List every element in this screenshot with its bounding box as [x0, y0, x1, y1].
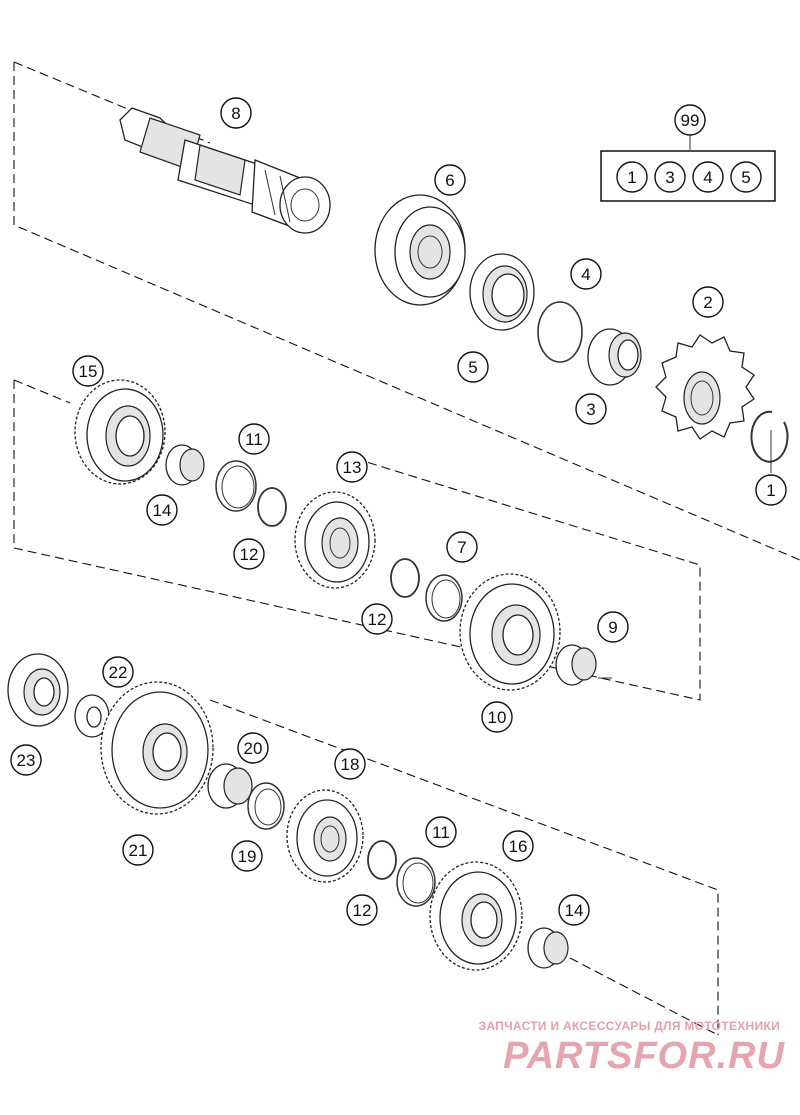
callout-15-label: 15	[79, 362, 98, 381]
bushing-14b	[527, 927, 569, 969]
callout-kit-1[interactable]: 1	[616, 161, 648, 193]
bushing-3	[587, 328, 642, 386]
callout-20[interactable]: 20	[237, 732, 269, 764]
callout-23[interactable]: 23	[10, 744, 42, 776]
callout-2-label: 2	[703, 293, 712, 312]
bearing-6	[374, 194, 466, 306]
callout-kit-3-label: 3	[665, 168, 674, 187]
callout-11b[interactable]: 11	[425, 816, 457, 848]
callout-13[interactable]: 13	[336, 451, 368, 483]
callout-7[interactable]: 7	[446, 531, 478, 563]
callout-19[interactable]: 19	[231, 840, 263, 872]
bearing-23	[7, 653, 69, 727]
washer-11a	[215, 460, 257, 512]
callout-12b-label: 12	[368, 610, 387, 629]
callout-21[interactable]: 21	[122, 834, 154, 866]
circlip-12a	[257, 487, 287, 527]
gear-15	[74, 379, 166, 485]
callout-4-label: 4	[581, 265, 590, 284]
callout-3-label: 3	[586, 400, 595, 419]
callout-99-label: 99	[681, 111, 700, 130]
bushing-14a	[165, 444, 205, 486]
callout-3[interactable]: 3	[575, 393, 607, 425]
circlip-1	[750, 410, 789, 463]
callout-9-label: 9	[608, 618, 617, 637]
callout-18[interactable]: 18	[334, 748, 366, 780]
circlip-12b	[390, 558, 420, 598]
callout-8[interactable]: 8	[220, 97, 252, 129]
callout-4[interactable]: 4	[570, 258, 602, 290]
callout-14a[interactable]: 14	[146, 494, 178, 526]
callout-22-label: 22	[109, 663, 128, 682]
callout-group: 8 99 1 3 4 5 6 4 2 5 3 1 15 11 13 14 12 …	[10, 97, 787, 926]
callout-16-label: 16	[509, 837, 528, 856]
callout-11a-label: 11	[245, 430, 263, 449]
callout-6[interactable]: 6	[434, 164, 466, 196]
watermark-logo: PARTSFOR.RU	[503, 1035, 785, 1077]
oring-4	[537, 301, 583, 363]
sprocket-2	[655, 334, 755, 440]
callout-6-label: 6	[445, 171, 454, 190]
callout-14b-label: 14	[565, 901, 584, 920]
watermark-tagline: ЗАПЧАСТИ И АКСЕССУАРЫ ДЛЯ МОТОТЕХНИКИ	[479, 1019, 780, 1033]
washer-19	[247, 782, 285, 830]
gear-13	[294, 491, 376, 589]
callout-14a-label: 14	[153, 501, 172, 520]
callout-21-label: 21	[129, 841, 148, 860]
callout-12c[interactable]: 12	[346, 894, 378, 926]
callout-12c-label: 12	[353, 901, 372, 920]
callout-14b[interactable]: 14	[558, 894, 590, 926]
callout-kit-1-label: 1	[627, 168, 636, 187]
callout-9[interactable]: 9	[597, 611, 629, 643]
callout-kit-5[interactable]: 5	[730, 161, 762, 193]
gear-21	[100, 681, 214, 815]
callout-1[interactable]: 1	[755, 474, 787, 506]
callout-1-label: 1	[766, 481, 775, 500]
watermark: ЗАПЧАСТИ И АКСЕССУАРЫ ДЛЯ МОТОТЕХНИКИ PA…	[479, 1019, 785, 1077]
callout-99[interactable]: 99	[674, 104, 706, 136]
circlip-12c	[367, 840, 397, 880]
shaft-8	[119, 107, 331, 234]
callout-12a-label: 12	[240, 545, 259, 564]
washer-22	[74, 694, 110, 738]
callout-5-label: 5	[468, 358, 477, 377]
callout-16[interactable]: 16	[502, 830, 534, 862]
callout-23-label: 23	[17, 751, 36, 770]
callout-12a[interactable]: 12	[233, 538, 265, 570]
callout-2[interactable]: 2	[692, 286, 724, 318]
leader-lines	[598, 135, 772, 679]
callout-5[interactable]: 5	[457, 351, 489, 383]
callout-8-label: 8	[231, 104, 240, 123]
callout-kit-4-label: 4	[703, 168, 712, 187]
gear-16	[429, 861, 523, 971]
gear-18	[286, 789, 364, 883]
callout-12b[interactable]: 12	[361, 603, 393, 635]
callout-10[interactable]: 10	[481, 701, 513, 733]
callout-11a[interactable]: 11	[238, 423, 270, 455]
callout-kit-4[interactable]: 4	[692, 161, 724, 193]
callout-19-label: 19	[238, 847, 257, 866]
seal-5	[469, 253, 535, 331]
gear-10	[459, 573, 561, 691]
callout-11b-label: 11	[432, 823, 450, 842]
callout-20-label: 20	[244, 739, 263, 758]
washer-7	[425, 574, 463, 622]
callout-15[interactable]: 15	[72, 355, 104, 387]
washer-11b	[396, 857, 436, 907]
bushing-20	[207, 763, 253, 809]
callout-10-label: 10	[488, 708, 507, 727]
callout-kit-3[interactable]: 3	[654, 161, 686, 193]
callout-7-label: 7	[457, 538, 466, 557]
bushing-9	[555, 644, 597, 686]
callout-kit-5-label: 5	[741, 168, 750, 187]
callout-13-label: 13	[343, 458, 362, 477]
callout-22[interactable]: 22	[102, 656, 134, 688]
callout-18-label: 18	[341, 755, 360, 774]
